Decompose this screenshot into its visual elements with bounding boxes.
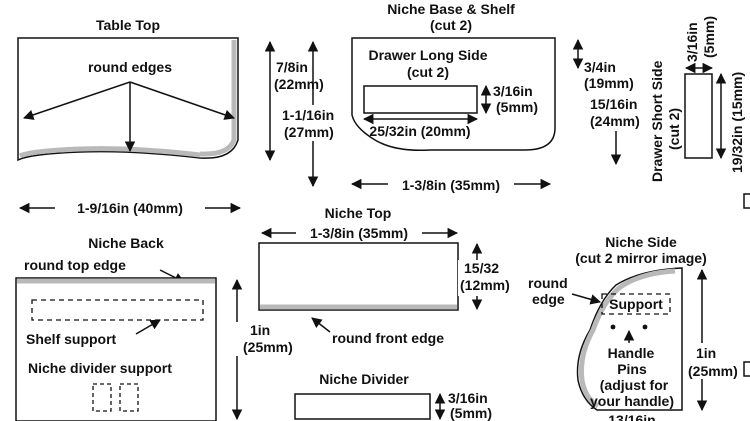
niche-side-h-label-bg [686, 343, 746, 379]
niche-side-round-edge-arrow [571, 293, 602, 305]
niche-top-h-mm: (12mm) [460, 277, 510, 293]
niche-back-h-in: 1in [250, 322, 270, 338]
drawer-long-qty: (cut 2) [407, 64, 449, 80]
niche-back-title: Niche Back [88, 235, 164, 251]
niche-back-h-mm: (25mm) [243, 339, 293, 355]
niche-side-round-edge-line2: edge [532, 291, 565, 307]
niche-base-dim-b-mm: (24mm) [590, 113, 640, 129]
niche-back-part: Niche Back round top edge Shelf support … [15, 235, 293, 421]
shelf-support-slot [31, 299, 204, 321]
niche-side-part: Niche Side (cut 2 mirror image) round ed… [528, 234, 746, 421]
dim-1-1-16-mm: (27mm) [284, 124, 334, 140]
dim-1-1-16-label-bg [280, 105, 346, 141]
niche-back-round-top-label: round top edge [24, 257, 126, 273]
drawer-long-title: Drawer Long Side [368, 47, 487, 63]
niche-top-w-label: 1-3/8in (35mm) [310, 225, 408, 241]
drawer-short-qty: (cut 2) [666, 108, 682, 150]
handle-pin-hole-right [642, 324, 648, 330]
table-top-round-edge-right [199, 40, 237, 157]
cropped-part-top [743, 193, 750, 209]
niche-divider-h-mm: (5mm) [450, 405, 492, 421]
handle-label: Handle [608, 345, 655, 361]
niche-base-title: Niche Base & Shelf [387, 1, 515, 17]
cropped-part-bottom [743, 361, 750, 377]
shelf-support-arrow [135, 319, 161, 335]
niche-side-h-mm: (25mm) [688, 363, 738, 379]
niche-side-h-in: 1in [696, 345, 716, 361]
table-top-round-edges-label: round edges [88, 59, 172, 75]
niche-divider-piece [294, 393, 431, 420]
drawer-long-w-label: 25/32in (20mm) [369, 123, 470, 139]
niche-back-piece [15, 277, 217, 421]
adjust-label-line2: your handle) [590, 393, 674, 409]
niche-base-width-label: 1-3/8in (35mm) [402, 177, 500, 193]
niche-top-h-in: 15/32 [464, 260, 499, 276]
shelf-support-label: Shelf support [26, 331, 117, 347]
dim-1-1-16-in: 1-1/16in [282, 107, 334, 123]
adjust-label-line1: (adjust for [600, 377, 669, 393]
niche-base-dim-a-mm: (19mm) [584, 75, 634, 91]
niche-side-title: Niche Side [605, 234, 677, 250]
niche-base-qty: (cut 2) [430, 17, 472, 33]
niche-side-qty: (cut 2 mirror image) [575, 250, 706, 266]
niche-side-support-label: Support [609, 296, 663, 312]
table-top-arrow-right [129, 81, 235, 120]
niche-divider-title: Niche Divider [319, 371, 409, 387]
niche-side-bottom-dim: 13/16in [608, 412, 655, 421]
niche-top-piece [258, 242, 459, 311]
niche-side-round-edge-line1: round [528, 275, 568, 291]
dim-7-8-in: 7/8in [276, 59, 308, 75]
pins-label: Pins [617, 361, 647, 377]
divider-support-slot-right [119, 383, 139, 412]
table-top-arrow-left [23, 81, 131, 120]
edge-cropped-parts [743, 193, 750, 377]
niche-top-h-label-bg [458, 260, 518, 296]
niche-top-title: Niche Top [325, 205, 392, 221]
drawer-short-title: Drawer Short Side [649, 60, 665, 182]
drawer-long-h-in: 3/16in [493, 83, 533, 99]
niche-top-part: Niche Top 1-3/8in (35mm) 15/32 (12mm) ro… [258, 205, 518, 346]
niche-top-w-label-bg [296, 224, 422, 244]
table-top-outline [17, 37, 239, 162]
drawer-short-piece [684, 73, 713, 159]
drawer-long-piece [363, 85, 478, 114]
table-top-title: Table Top [96, 17, 160, 33]
drawer-long-h-mm: (5mm) [496, 99, 538, 115]
dim-7-8-mm: (22mm) [274, 76, 324, 92]
niche-base-dim-a-in: 3/4in [584, 59, 616, 75]
drawer-long-side-part: Drawer Long Side (cut 2) 3/16in (5mm) 25… [362, 47, 538, 139]
table-top-width-label: 1-9/16in (40mm) [77, 200, 183, 216]
niche-top-round-front-label: round front edge [332, 330, 444, 346]
niche-back-h-label-bg [226, 322, 286, 356]
niche-divider-h-in: 3/16in [448, 390, 488, 406]
niche-top-round-front-arrow [311, 317, 331, 333]
drawer-short-w-mm: (5mm) [701, 16, 717, 58]
table-top-width-label-bg [55, 198, 205, 218]
niche-base-dim-b-in: 15/16in [590, 96, 637, 112]
drawer-short-w-in: 3/16in [684, 22, 700, 62]
handle-pin-hole-left [610, 324, 616, 330]
drawer-short-h-label: 19/32in (15mm) [729, 72, 745, 173]
niche-side-support-slot [601, 293, 671, 315]
divider-support-slot-left [92, 383, 112, 412]
divider-support-label: Niche divider support [28, 360, 172, 376]
drawer-short-side-part: Drawer Short Side (cut 2) 3/16in (5mm) 1… [649, 16, 745, 182]
niche-side-round-edge [579, 268, 676, 409]
niche-base-dim-b-label-bg [588, 95, 648, 131]
table-top-part: Table Top round edges 1-9/16in (40mm) [17, 17, 242, 218]
table-top-round-edge-bottom [18, 146, 201, 159]
center-dimensions: 7/8in (22mm) 1-1/16in (27mm) [264, 40, 346, 188]
niche-divider-part: Niche Divider 3/16in (5mm) [294, 371, 492, 421]
niche-base-width-label-bg [388, 175, 514, 195]
